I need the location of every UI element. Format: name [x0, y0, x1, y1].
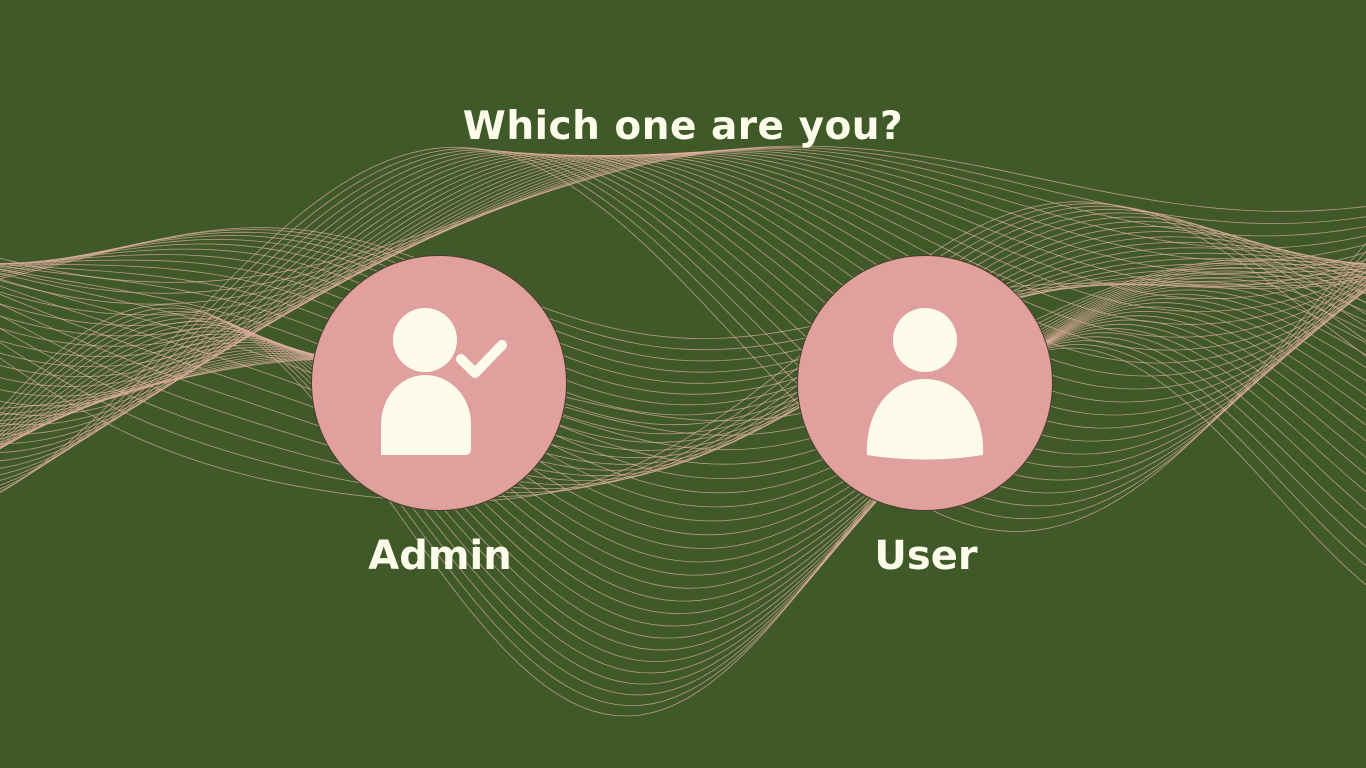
user-avatar-circle[interactable] — [797, 255, 1053, 511]
admin-check-icon — [381, 308, 507, 455]
admin-avatar-circle[interactable] — [311, 255, 567, 511]
wave-band — [0, 145, 1366, 532]
page-title: Which one are you? — [462, 104, 904, 149]
user-icon — [866, 308, 984, 460]
wave-band — [0, 258, 1366, 717]
user-label[interactable]: User — [874, 533, 978, 579]
wave-band — [0, 201, 1366, 502]
admin-option[interactable]: Admin — [311, 255, 569, 579]
admin-label[interactable]: Admin — [368, 533, 512, 579]
user-option[interactable]: User — [797, 255, 1055, 579]
